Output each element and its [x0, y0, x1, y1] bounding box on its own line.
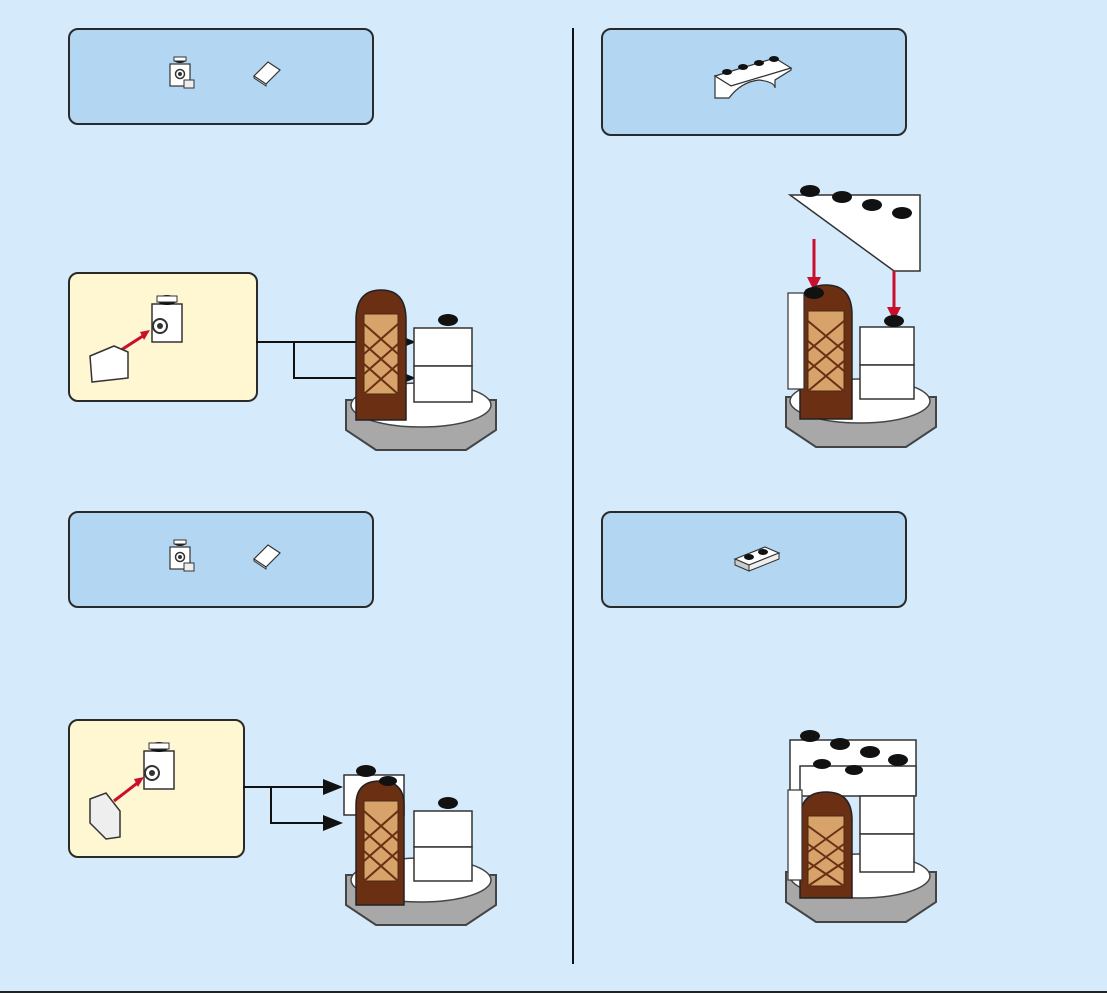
bracket-brick-part [166, 535, 196, 573]
parts-list-step-c [68, 511, 374, 608]
page-divider [572, 28, 574, 964]
slope-tile-part [250, 58, 284, 88]
parts-list-step-b [601, 28, 907, 136]
bracket-brick-part [166, 52, 196, 90]
model-step-b [770, 175, 950, 470]
model-step-a [336, 280, 506, 470]
plate-1x2-part [731, 541, 783, 575]
sub-assembly-diagram-c [84, 737, 204, 842]
slope-tile-part [250, 541, 284, 571]
model-step-c [336, 755, 506, 945]
model-step-d [770, 720, 950, 945]
sub-assembly-callout-c [68, 719, 245, 858]
parts-list-step-a [68, 28, 374, 125]
sub-assembly-callout-a [68, 272, 258, 402]
sub-assembly-diagram-a [84, 290, 204, 390]
parts-list-step-d [601, 511, 907, 608]
arch-brick-part [711, 48, 795, 108]
